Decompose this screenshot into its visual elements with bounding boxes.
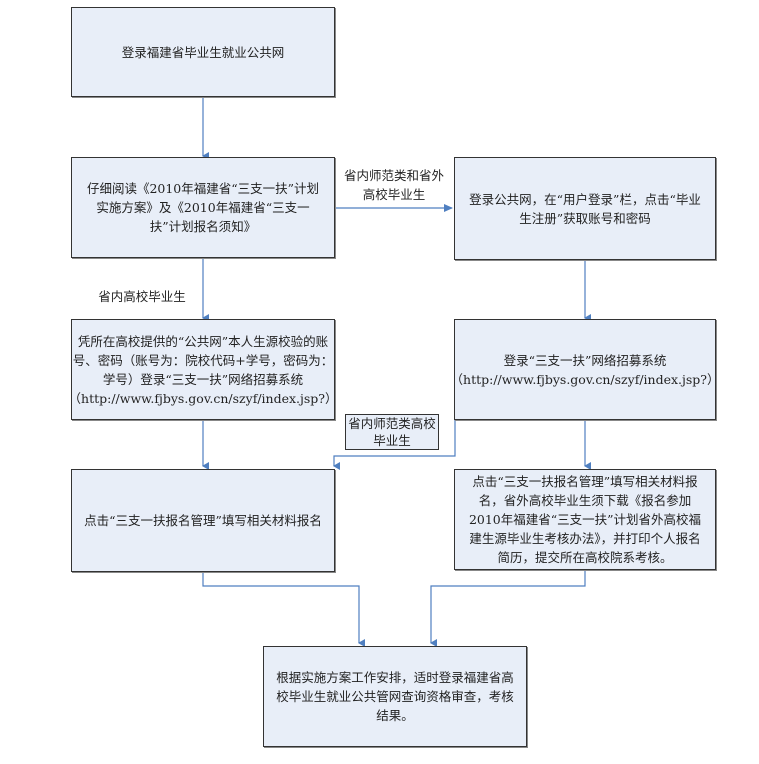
edge-label-in-province: 省内高校毕业生 — [92, 287, 192, 306]
edge-left5-step6 — [202, 572, 365, 647]
node-register-account: 登录公共网，在“用户登录”栏，点击“毕业生注册”获取账号和密码 — [454, 157, 716, 260]
edge-label-normal-and-outside: 省内师范类和省外高校毕业生 — [338, 166, 450, 204]
node-text: 凭所在高校提供的“公共网”本人生源校验的账号、密码（账号为：院校代码+学号，密码… — [68, 333, 338, 406]
node-text: 登录福建省毕业生就业公共网 — [121, 44, 285, 60]
node-login-with-school-account: 凭所在高校提供的“公共网”本人生源校验的账号、密码（账号为：院校代码+学号，密码… — [68, 319, 338, 420]
edge-label-normal-in-province: 省内师范类高校毕业生 — [345, 414, 439, 450]
node-fill-registration-left: 点击“三支一扶报名管理”填写相关材料报名 — [71, 469, 335, 572]
node-login-recruit-system: 登录“三支一扶”网络招募系统（http://www.fjbys.gov.cn/s… — [451, 319, 720, 420]
node-text: 点击“三支一扶报名管理”填写相关材料报名，省外高校毕业生须下载《报名参加2010… — [468, 474, 702, 565]
node-text: 点击“三支一扶报名管理”填写相关材料报名 — [84, 513, 322, 528]
edge-right5-step6 — [430, 570, 586, 647]
node-text: 登录“三支一扶”网络招募系统（http://www.fjbys.gov.cn/s… — [450, 352, 720, 387]
node-read-plan-documents: 仔细阅读《2010年福建省“三支一扶”计划实施方案》及《2010年福建省“三支一… — [71, 157, 335, 258]
node-fill-registration-right: 点击“三支一扶报名管理”填写相关材料报名，省外高校毕业生须下载《报名参加2010… — [454, 469, 716, 570]
node-text: 登录公共网，在“用户登录”栏，点击“毕业生注册”获取账号和密码 — [469, 191, 701, 226]
node-check-results: 根据实施方案工作安排，适时登录福建省高校毕业生就业公共管网查询资格审查，考核结果… — [263, 646, 527, 747]
node-login-employment-site: 登录福建省毕业生就业公共网 — [71, 7, 335, 97]
node-text: 根据实施方案工作安排，适时登录福建省高校毕业生就业公共管网查询资格审查，考核结果… — [276, 670, 514, 723]
node-text: 仔细阅读《2010年福建省“三支一扶”计划实施方案》及《2010年福建省“三支一… — [86, 181, 320, 234]
